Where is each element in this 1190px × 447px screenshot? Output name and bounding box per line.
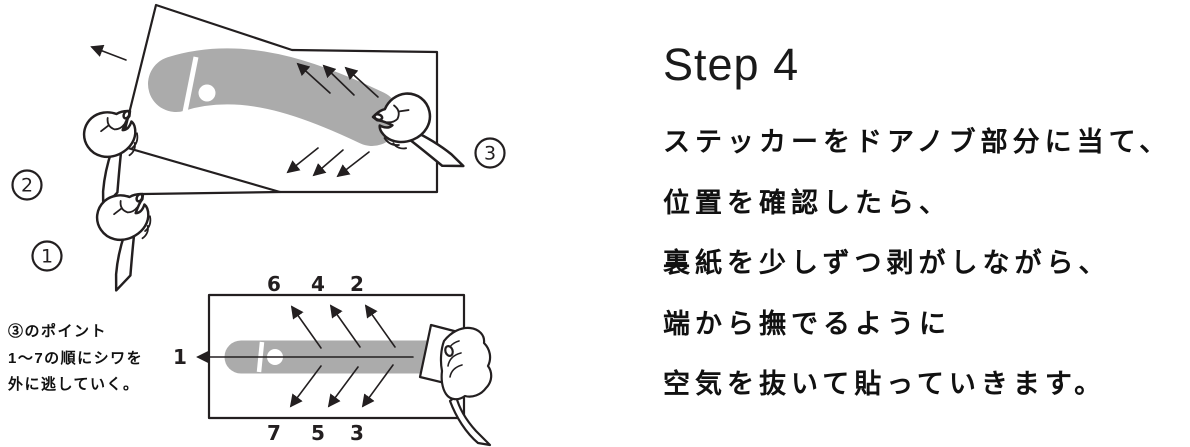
sequence-number-3: 3 [350, 421, 364, 445]
sequence-number-4: 4 [311, 272, 325, 296]
peel-arrows-bottom [286, 147, 370, 178]
sticker-slit [182, 56, 199, 113]
smooth-arrows-up [290, 304, 396, 349]
instruction-line: 空気を抜いて貼っていきます。 [663, 369, 1107, 399]
marker-1-label: 1 [41, 246, 53, 268]
instruction-line: 端から撫でるように [663, 308, 951, 339]
peel-arrows-top [296, 62, 379, 98]
peel-direction-arrow [90, 44, 127, 61]
note-line: 1〜7の順にシワを [8, 349, 144, 367]
sequence-number-6: 6 [267, 272, 281, 296]
instruction-line: 位置を確認したら、 [663, 187, 951, 218]
step-title: Step 4 [663, 39, 800, 90]
squeegee-hand [439, 326, 493, 447]
note-line: ③のポイント [8, 323, 108, 340]
smooth-arrows-down [289, 364, 394, 408]
sequence-number-7: 7 [267, 421, 281, 445]
note-line: 外に逃していく。 [8, 376, 140, 393]
hand-1 [69, 179, 181, 292]
door-handle-sticker [148, 48, 400, 146]
point-note: ③のポイント 1〜7の順にシワを 外に逃していく。 [8, 319, 143, 399]
sequence-number-2: 2 [350, 272, 364, 296]
sequence-number-1: 1 [173, 345, 187, 369]
marker-3-label: 3 [484, 143, 496, 165]
marker-2-label: 2 [21, 175, 33, 197]
step-instructions: ステッカーをドアノブ部分に当て、 位置を確認したら、 裏紙を少しずつ剥がしながら… [663, 112, 1171, 415]
marker-1-badge: 1 [31, 240, 63, 272]
sticker-hole [198, 84, 216, 102]
instruction-illustration: 2 1 3 [11, 3, 506, 447]
under-sheet-edge [142, 190, 282, 196]
sequence-number-5: 5 [311, 421, 325, 445]
squeegee-illustration: 6 4 2 7 5 3 1 [173, 272, 493, 447]
instruction-line: 裏紙を少しずつ剥がしながら、 [663, 248, 1111, 278]
peel-sheet-illustration: 2 1 3 [11, 3, 506, 292]
instruction-line: ステッカーをドアノブ部分に当て、 [663, 127, 1172, 157]
marker-3-badge: 3 [474, 137, 506, 169]
marker-2-badge: 2 [11, 169, 43, 201]
